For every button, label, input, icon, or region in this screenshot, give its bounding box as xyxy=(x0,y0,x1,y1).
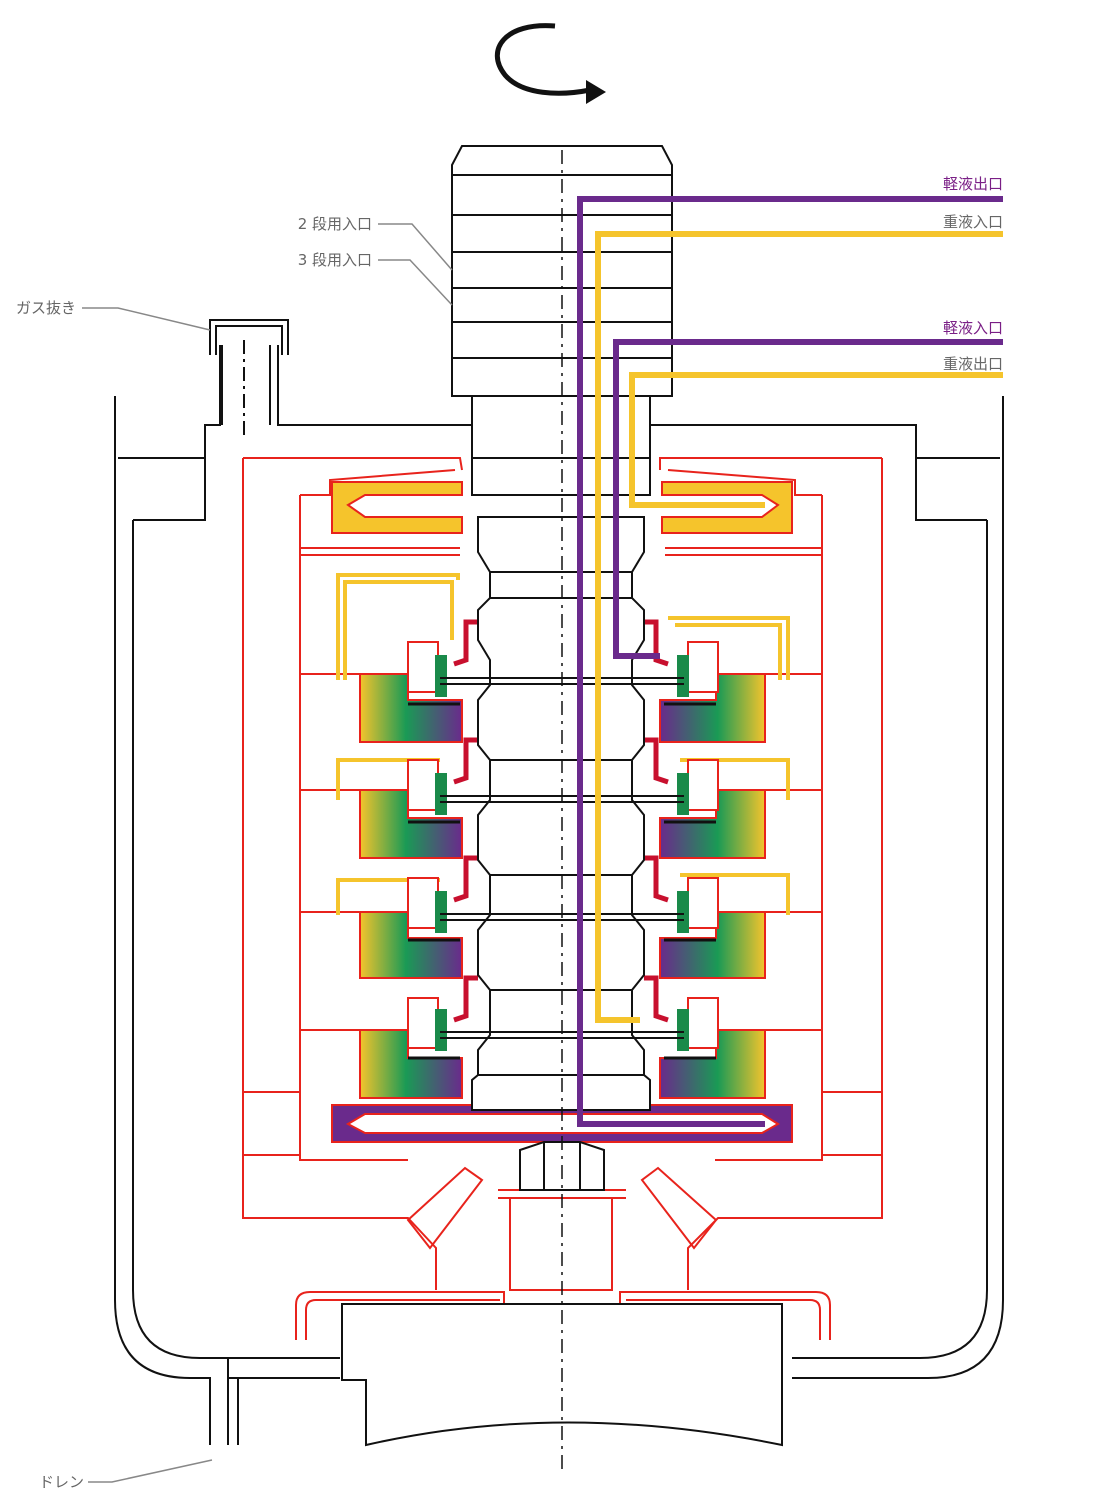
label-stage3-inlet: 3 段用入口 xyxy=(298,251,372,269)
label-heavy-outlet: 重液出口 xyxy=(943,355,1003,373)
rotor-shaft xyxy=(440,457,684,1111)
gas-vent-cap xyxy=(209,319,289,440)
label-light-outlet: 軽液出口 xyxy=(943,175,1003,193)
label-gas-vent: ガス抜き xyxy=(16,299,76,317)
light-liquid-pipes xyxy=(577,196,1003,1127)
rotation-arrow-icon xyxy=(494,23,606,104)
labels: 軽液出口 重液入口 軽液入口 重液出口 2 段用入口 3 段用入口 ガス抜き ド… xyxy=(16,175,1003,1491)
stationary-casing xyxy=(242,457,883,1340)
label-stage2-inlet: 2 段用入口 xyxy=(298,215,372,233)
heavy-liquid-pipes xyxy=(595,231,1003,1023)
stage-seals xyxy=(407,619,719,1060)
leader-lines xyxy=(82,223,453,1483)
label-drain: ドレン xyxy=(39,1473,84,1491)
outer-vessel xyxy=(114,345,1004,1445)
label-light-inlet: 軽液入口 xyxy=(943,319,1003,337)
light-liquid-collector xyxy=(331,1104,793,1143)
heavy-liquid-riser-lines xyxy=(336,573,790,915)
mixing-stages xyxy=(359,673,766,1099)
label-heavy-inlet: 重液入口 xyxy=(943,213,1003,231)
heavy-liquid-channels xyxy=(331,481,793,534)
